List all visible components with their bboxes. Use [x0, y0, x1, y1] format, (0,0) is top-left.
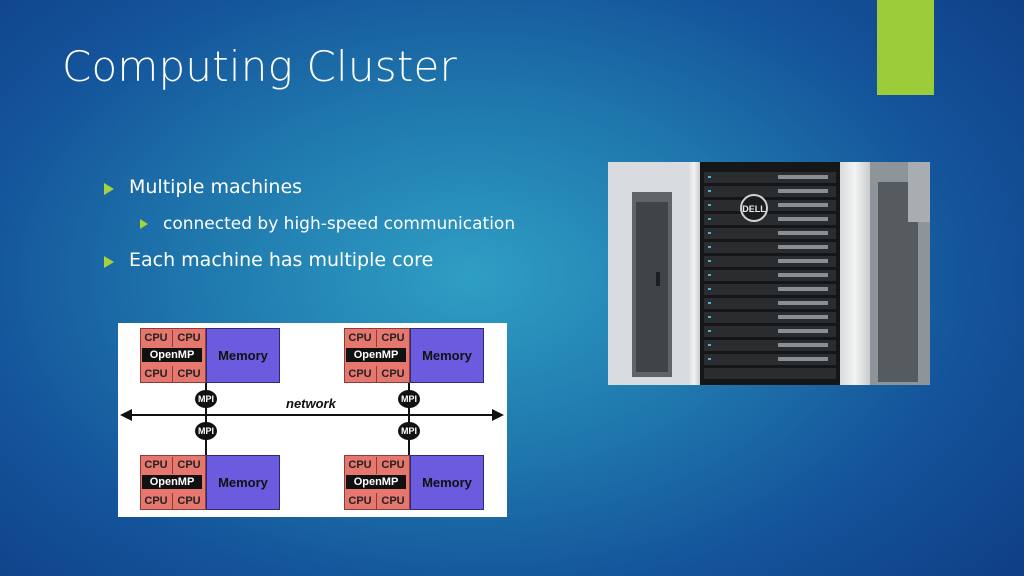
bullet-text: Multiple machines [129, 176, 303, 198]
cpu-label: CPU [140, 457, 173, 474]
cpu-label: CPU [381, 495, 405, 507]
cluster-node: CPU CPU OpenMP CPU CPU Memory [344, 455, 484, 510]
cpu-label: CPU [344, 366, 377, 383]
cpu-label: CPU [140, 493, 173, 510]
cpu-label: CPU [381, 368, 405, 380]
mpi-label: MPI [195, 390, 217, 408]
cpu-label: CPU [177, 495, 201, 507]
cpu-label: CPU [177, 459, 201, 471]
mpi-label: MPI [398, 422, 420, 440]
bullet-arrow-icon [140, 219, 148, 229]
cpu-label: CPU [381, 332, 405, 344]
server-rack-photo: DELL [608, 162, 930, 385]
dell-logo-icon: DELL [740, 194, 768, 222]
accent-bar [877, 0, 934, 95]
cpu-label: CPU [177, 368, 201, 380]
memory-label: Memory [206, 328, 280, 383]
cluster-node: CPU CPU OpenMP CPU CPU Memory [140, 328, 280, 383]
network-line [120, 409, 504, 421]
memory-label: Memory [410, 455, 484, 510]
mpi-label: MPI [398, 390, 420, 408]
openmp-label: OpenMP [346, 348, 406, 362]
slide-title: Computing Cluster [62, 42, 457, 91]
openmp-label: OpenMP [346, 475, 406, 489]
memory-label: Memory [206, 455, 280, 510]
cpu-label: CPU [344, 493, 377, 510]
bullet-arrow-icon [104, 256, 114, 268]
node-link [205, 378, 207, 462]
cluster-diagram: CPU CPU OpenMP CPU CPU Memory CPU CPU Op… [118, 323, 507, 517]
openmp-label: OpenMP [142, 348, 202, 362]
cpu-label: CPU [140, 330, 173, 347]
cpu-label: CPU [177, 332, 201, 344]
cluster-node: CPU CPU OpenMP CPU CPU Memory [344, 328, 484, 383]
bullet-text: Each machine has multiple core [129, 249, 434, 271]
brand-logo-text: DELL [742, 204, 766, 214]
bullet-text: connected by high-speed communication [163, 214, 516, 234]
openmp-label: OpenMP [142, 475, 202, 489]
cpu-label: CPU [344, 457, 377, 474]
cpu-label: CPU [381, 459, 405, 471]
mpi-label: MPI [195, 422, 217, 440]
node-link [408, 378, 410, 462]
memory-label: Memory [410, 328, 484, 383]
bullet-arrow-icon [104, 183, 114, 195]
network-label: network [286, 396, 336, 411]
cpu-label: CPU [140, 366, 173, 383]
cluster-node: CPU CPU OpenMP CPU CPU Memory [140, 455, 280, 510]
cpu-label: CPU [344, 330, 377, 347]
